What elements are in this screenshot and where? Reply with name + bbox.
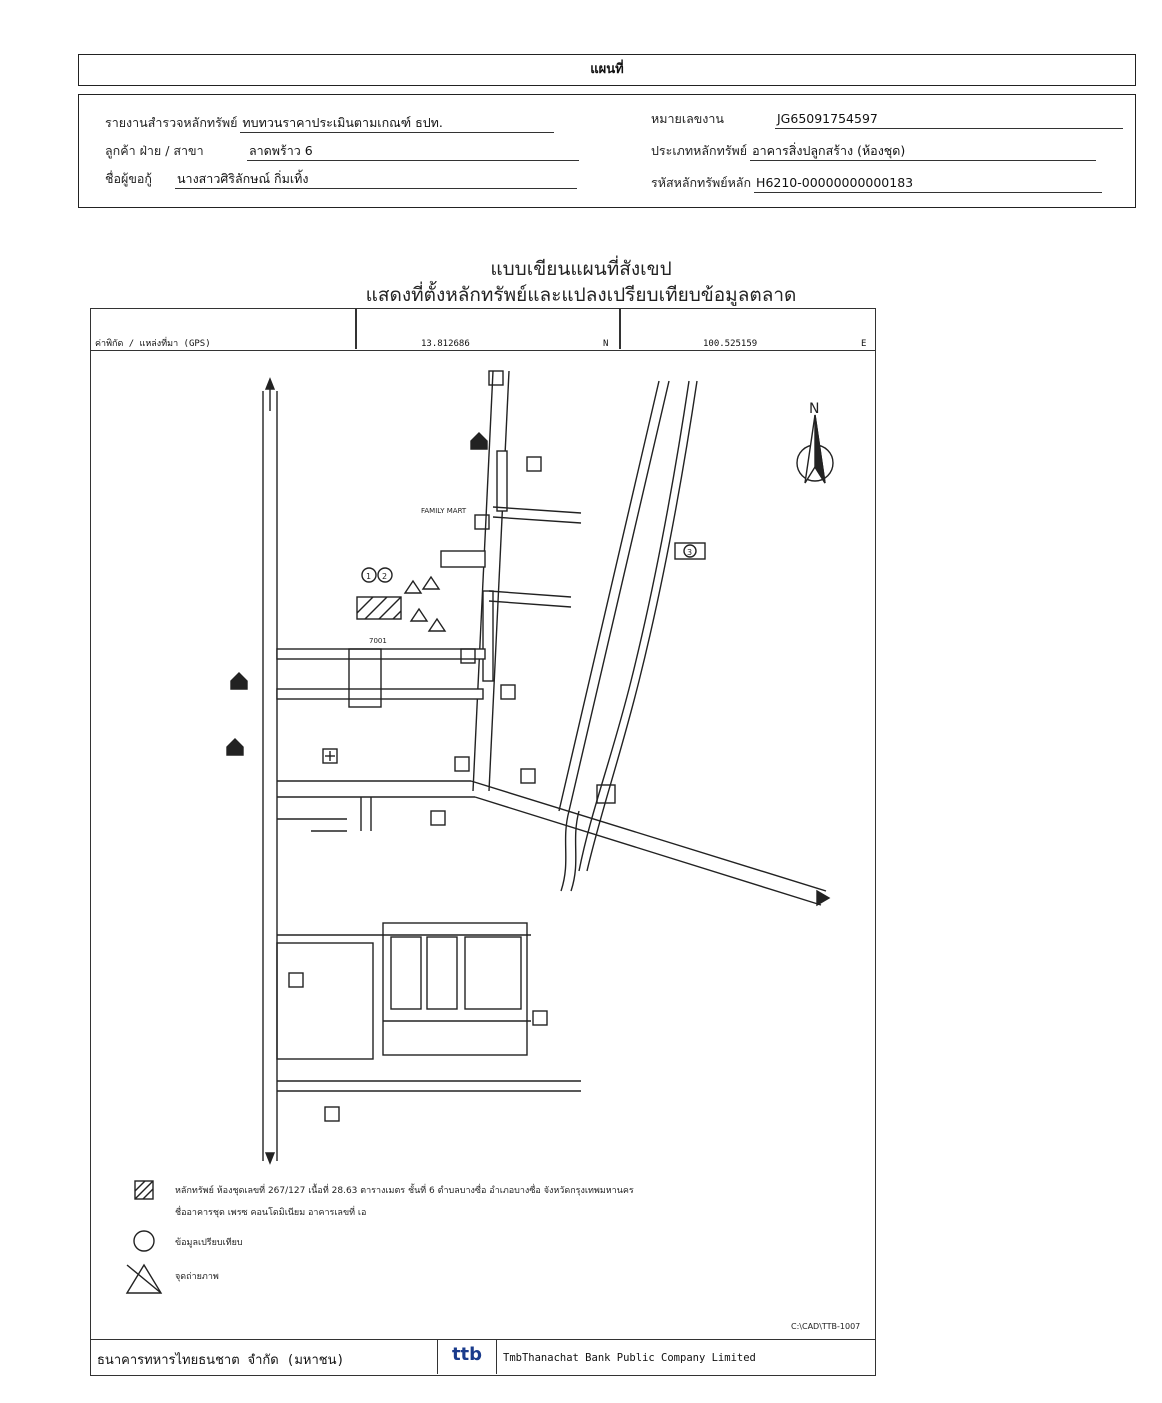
coord-divider [619, 309, 621, 349]
facility-boxes [322, 370, 616, 804]
marker-1-label: 1 [366, 572, 371, 581]
ttb-logo-text: ttb [451, 1344, 483, 1365]
marker-2-label: 2 [382, 572, 387, 581]
temple-icons [226, 432, 488, 756]
marker-3-label: 3 [687, 548, 692, 557]
compare-markers: 1 2 3 [361, 542, 706, 583]
job-label: หมายเลขงาน [651, 111, 724, 126]
photo-points [403, 575, 447, 632]
survey-row: รายงานสำรวจหลักทรัพย์ ทบทวนราคาประเมินตา… [105, 113, 555, 133]
customer-value: ลาดพร้าว 6 [247, 142, 579, 161]
latitude-value: 13.812686 [421, 339, 470, 349]
map-drawing: 1 2 3 FAMILY MART 7001 [125, 370, 860, 1331]
ttb-logo: ttb [437, 1340, 497, 1374]
info-panel: รายงานสำรวจหลักทรัพย์ ทบทวนราคาประเมินตา… [78, 94, 1136, 208]
north-arrow: N [796, 401, 834, 484]
asset-code-value: H6210-00000000000183 [754, 174, 1103, 193]
customer-label: ลูกค้า ฝ่าย / สาขา [105, 143, 204, 158]
page-title: แผนที่ [78, 54, 1136, 86]
longitude-value: 100.525159 [703, 339, 758, 349]
bank-name-en: TmbThanachat Bank Public Company Limited [503, 1352, 756, 1364]
job-row: หมายเลขงาน JG65091754597 [651, 109, 1123, 129]
north-label: N [809, 401, 819, 417]
lower-blocks [276, 797, 581, 1122]
legend: หลักทรัพย์ ห้องชุดเลขที่ 267/127 เนื้อที… [125, 1180, 634, 1294]
family-mart-label: FAMILY MART [421, 507, 467, 515]
latitude-dir: N [603, 339, 609, 349]
borrower-row: ชื่อผู้ขอกู้ นางสาวศิริลักษณ์ กิ่มเทิ้ง [105, 169, 577, 189]
customer-row: ลูกค้า ฝ่าย / สาขา ลาดพร้าว 6 [105, 141, 579, 161]
asset-code-label: รหัสหลักทรัพย์หลัก [651, 175, 752, 190]
bank-footer: ธนาคารทหารไทยธนชาต จำกัด (มหาชน) ttb Tmb… [91, 1339, 875, 1375]
bank-name-th: ธนาคารทหารไทยธนชาต จำกัด (มหาชน) [97, 1353, 345, 1368]
road-diagonal [277, 780, 831, 907]
asset-marker [356, 596, 402, 620]
asset-code-row: รหัสหลักทรัพย์หลัก H6210-00000000000183 [651, 173, 1103, 193]
job-value: JG65091754597 [775, 110, 1123, 129]
drawing-ref: C:\CAD\TTB-1007 [791, 1322, 860, 1331]
map-sheet: ค่าพิกัด / แหล่งที่มา (GPS) 13.812686 N … [90, 308, 876, 1376]
seven-label: 7001 [369, 637, 387, 645]
sois [276, 506, 582, 708]
legend-asset-line1: หลักทรัพย์ ห้องชุดเลขที่ 267/127 เนื้อที… [175, 1183, 634, 1196]
road-west [262, 377, 278, 1165]
map-title-line2: แสดงที่ตั้งหลักทรัพย์และแปลงเปรียบเทียบข… [365, 284, 797, 306]
legend-compare: ข้อมูลเปรียบเทียบ [175, 1237, 243, 1248]
borrower-label: ชื่อผู้ขอกู้ [105, 171, 152, 186]
legend-asset-line2: ชื่ออาคารชุด เพรซ คอนโดมิเนียม อาคารเลขท… [175, 1205, 366, 1218]
road-central [472, 370, 510, 792]
asset-type-label: ประเภทหลักทรัพย์ [651, 143, 748, 158]
longitude-dir: E [861, 339, 867, 349]
survey-label: รายงานสำรวจหลักทรัพย์ [105, 115, 238, 130]
borrower-value: นางสาวศิริลักษณ์ กิ่มเทิ้ง [175, 170, 577, 189]
survey-value: ทบทวนราคาประเมินตามเกณฑ์ ธปท. [240, 114, 555, 133]
coord-divider [355, 309, 357, 349]
legend-photo: จุดถ่ายภาพ [175, 1272, 219, 1282]
canal [558, 380, 698, 892]
asset-type-row: ประเภทหลักทรัพย์ อาคารสิ่งปลูกสร้าง (ห้อ… [651, 141, 1097, 161]
coord-label: ค่าพิกัด / แหล่งที่มา (GPS) [95, 339, 211, 349]
asset-type-value: อาคารสิ่งปลูกสร้าง (ห้องชุด) [750, 142, 1097, 161]
coordinate-row: ค่าพิกัด / แหล่งที่มา (GPS) 13.812686 N … [91, 309, 875, 351]
map-title-line1: แบบเขียนแผนที่สังเขป [490, 258, 672, 280]
